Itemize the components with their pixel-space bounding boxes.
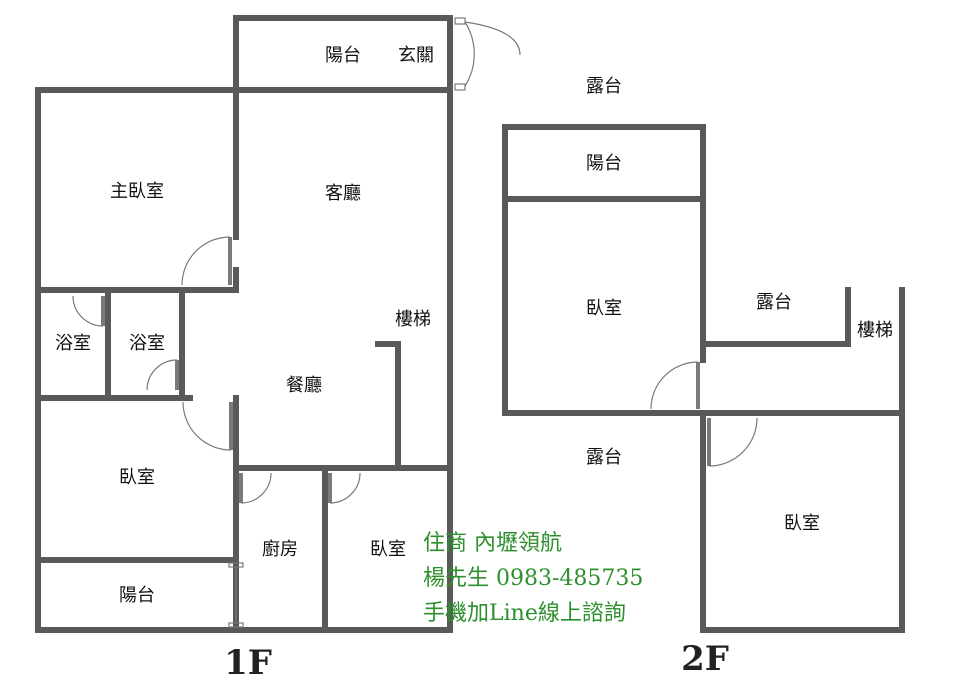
- room-1f-bathroom-2: 浴室: [129, 333, 165, 354]
- room-1f-bedroom-left: 臥室: [119, 467, 155, 488]
- wall-1f-outer: [35, 87, 453, 633]
- labels-2f: 露台 陽台 臥室 露台 樓梯 露台 臥室: [586, 76, 893, 534]
- room-1f-bedroom-right: 臥室: [370, 539, 406, 560]
- balcony-sliding-door-icon: [228, 562, 244, 628]
- bedroom-left-2f-door-icon: [650, 361, 700, 410]
- room-2f-terrace-middle: 露台: [756, 292, 792, 313]
- bedroom-right-door-icon: [328, 472, 361, 504]
- room-1f-living-room: 客廳: [325, 183, 361, 204]
- room-2f-terrace-top: 露台: [586, 76, 622, 97]
- room-1f-balcony-bottom: 陽台: [119, 585, 155, 606]
- doors-2f: [650, 361, 758, 467]
- floor-label-2f: 2F: [681, 639, 729, 679]
- agent-advert: 住商 內壢領航 楊先生 0983-485735 手機加Line線上諮詢: [423, 531, 643, 626]
- walls-2f: [502, 124, 905, 633]
- advert-line-1: 住商 內壢領航: [423, 531, 562, 556]
- advert-line-2: 楊先生 0983-485735: [423, 566, 643, 591]
- labels-1f: 陽台 玄關 主臥室 客廳 浴室 浴室 樓梯 餐廳 臥室 廚房 臥室 陽台: [55, 45, 434, 606]
- room-2f-bedroom-left: 臥室: [586, 298, 622, 319]
- room-1f-master-bedroom: 主臥室: [110, 181, 164, 202]
- wall-2f-terrace-rail: [700, 287, 851, 347]
- entrance-door-icon: [454, 17, 521, 91]
- room-1f-dining-room: 餐廳: [286, 375, 322, 396]
- walls-1f: [35, 15, 453, 633]
- bath2-door-icon: [146, 359, 179, 391]
- wall-2f-bedroom-right: [700, 287, 905, 633]
- doors-1f: [72, 17, 521, 628]
- bath1-door-icon: [72, 295, 105, 327]
- room-2f-bedroom-right: 臥室: [784, 513, 820, 534]
- room-2f-stairs: 樓梯: [857, 320, 893, 341]
- room-2f-terrace-bottom: 露台: [586, 447, 622, 468]
- room-1f-stairs: 樓梯: [395, 309, 431, 330]
- kitchen-door-icon: [239, 472, 272, 504]
- wall-2f-bedroom-left: [502, 124, 706, 416]
- room-1f-balcony-top: 陽台: [325, 45, 361, 66]
- master-bedroom-door-icon: [181, 236, 232, 286]
- room-1f-kitchen: 廚房: [262, 538, 298, 560]
- wall-1f-stairs: [375, 341, 401, 471]
- bedroom-right-2f-door-icon: [707, 417, 758, 467]
- bedroom-left-door-icon: [182, 401, 233, 451]
- room-1f-bathroom-1: 浴室: [55, 333, 91, 354]
- wall-1f-entrance-block: [233, 15, 453, 93]
- room-1f-entrance: 玄關: [398, 45, 434, 66]
- floor-label-1f: 1F: [224, 643, 272, 683]
- advert-line-3: 手機加Line線上諮詢: [423, 601, 626, 626]
- room-2f-balcony: 陽台: [586, 153, 622, 174]
